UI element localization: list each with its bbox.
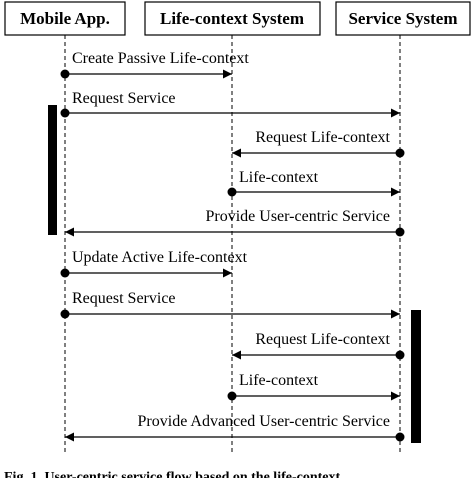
message-origin-dot-3 [395, 148, 405, 158]
message-origin-dot-4 [227, 187, 237, 197]
message-origin-dot-2 [60, 108, 70, 118]
message-label-2: Request Service [72, 90, 176, 107]
message-label-8: Request Life-context [255, 331, 390, 348]
message-label-5: Provide User-centric Service [206, 208, 391, 225]
message-origin-dot-1 [60, 69, 70, 79]
message-origin-dot-8 [395, 350, 405, 360]
actor-label-service: Service System [348, 9, 457, 28]
message-origin-dot-5 [395, 227, 405, 237]
message-label-9: Life-context [239, 372, 319, 389]
message-label-6: Update Active Life-context [72, 249, 248, 266]
actor-box-service [335, 1, 471, 36]
message-label-10: Provide Advanced User-centric Service [138, 413, 390, 430]
message-origin-dot-10 [395, 432, 405, 442]
actor-box-mobile [4, 1, 126, 36]
actor-label-mobile: Mobile App. [20, 9, 110, 28]
message-label-4: Life-context [239, 169, 319, 186]
activation-bar-service [411, 310, 421, 443]
message-label-1: Create Passive Life-context [72, 50, 249, 67]
actor-label-life: Life-context System [160, 9, 304, 28]
message-origin-dot-9 [227, 391, 237, 401]
figure-caption: Fig. 1. User-centric service flow based … [4, 470, 340, 478]
message-origin-dot-7 [60, 309, 70, 319]
activation-bar-mobile [48, 105, 57, 235]
message-label-3: Request Life-context [255, 129, 390, 146]
message-label-7: Request Service [72, 290, 176, 307]
message-origin-dot-6 [60, 268, 70, 278]
actor-box-life [144, 1, 321, 36]
